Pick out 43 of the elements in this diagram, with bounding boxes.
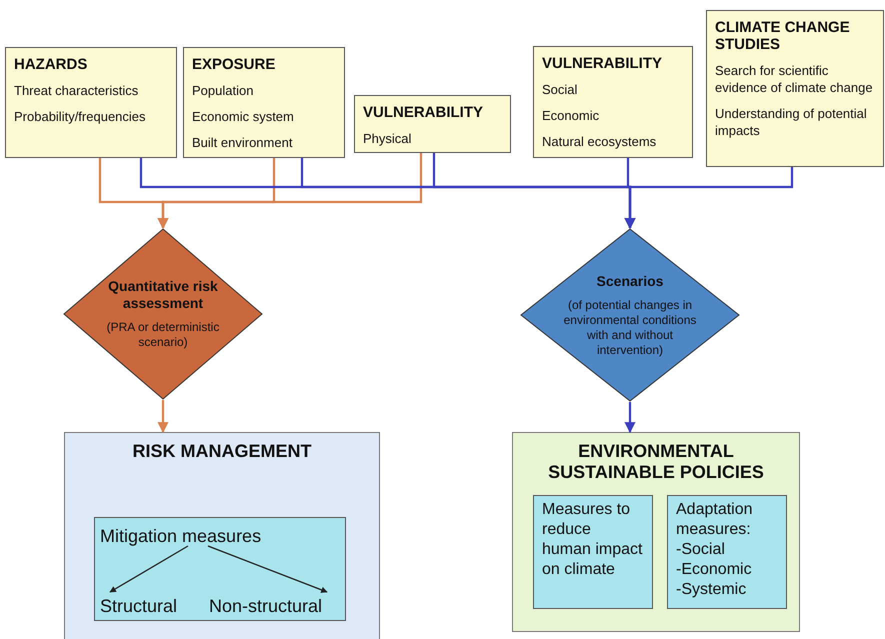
info-box	[533, 46, 693, 158]
box-text: Social	[542, 81, 578, 98]
info-box	[706, 10, 884, 167]
box-text: Understanding of potential impacts	[715, 105, 868, 139]
box-heading: VULNERABILITY	[542, 55, 663, 72]
box-text: Threat characteristics	[14, 82, 140, 99]
info-box	[354, 95, 511, 153]
box-text: Built environment	[192, 134, 294, 151]
measures-box	[533, 495, 653, 609]
box-heading: EXPOSURE	[192, 56, 276, 73]
box-heading: CLIMATE CHANGE STUDIES	[715, 19, 851, 53]
text-label: Non-structural	[209, 594, 343, 618]
box-text: Probability/frequencies	[14, 108, 147, 125]
panel-heading: RISK MANAGEMENT	[132, 441, 312, 462]
box-text: Physical	[363, 130, 412, 147]
box-text: Population	[192, 82, 254, 99]
box-text: Natural ecosystems	[542, 133, 658, 150]
info-box	[183, 47, 345, 158]
text-label: Mitigation measures	[100, 524, 284, 548]
diamond-heading: Scenarios	[596, 272, 664, 290]
panel-heading: ENVIRONMENTAL SUSTAINABLE POLICIES	[547, 441, 765, 483]
arrow	[158, 400, 168, 434]
measures-box	[667, 495, 787, 609]
arrow	[624, 167, 794, 230]
box-text: Economic	[542, 107, 600, 124]
box-heading: HAZARDS	[14, 56, 88, 73]
box-heading: VULNERABILITY	[363, 104, 484, 121]
outcome-panel	[64, 432, 380, 639]
box-text: Adaptation measures: -Social -Economic -Systemic	[675, 500, 754, 600]
arrow	[208, 545, 328, 593]
diamond-heading: Quantitative risk assessment	[107, 278, 219, 312]
diamond-text: (of potential changes in environmental conditions with and without intervention)	[562, 298, 698, 358]
arrow	[158, 153, 422, 230]
text-label: Structural	[100, 594, 198, 618]
arrow	[624, 402, 636, 434]
diamond-text: (PRA or deterministic scenario)	[106, 320, 220, 350]
measures-box	[94, 517, 346, 621]
arrow	[109, 545, 188, 593]
outcome-panel	[512, 432, 800, 632]
info-box	[5, 47, 177, 158]
box-text: Economic system	[192, 108, 295, 125]
box-text: Search for scientific evidence of climate change	[715, 62, 874, 96]
box-text: Measures to reduce human impact on climate	[541, 500, 644, 580]
